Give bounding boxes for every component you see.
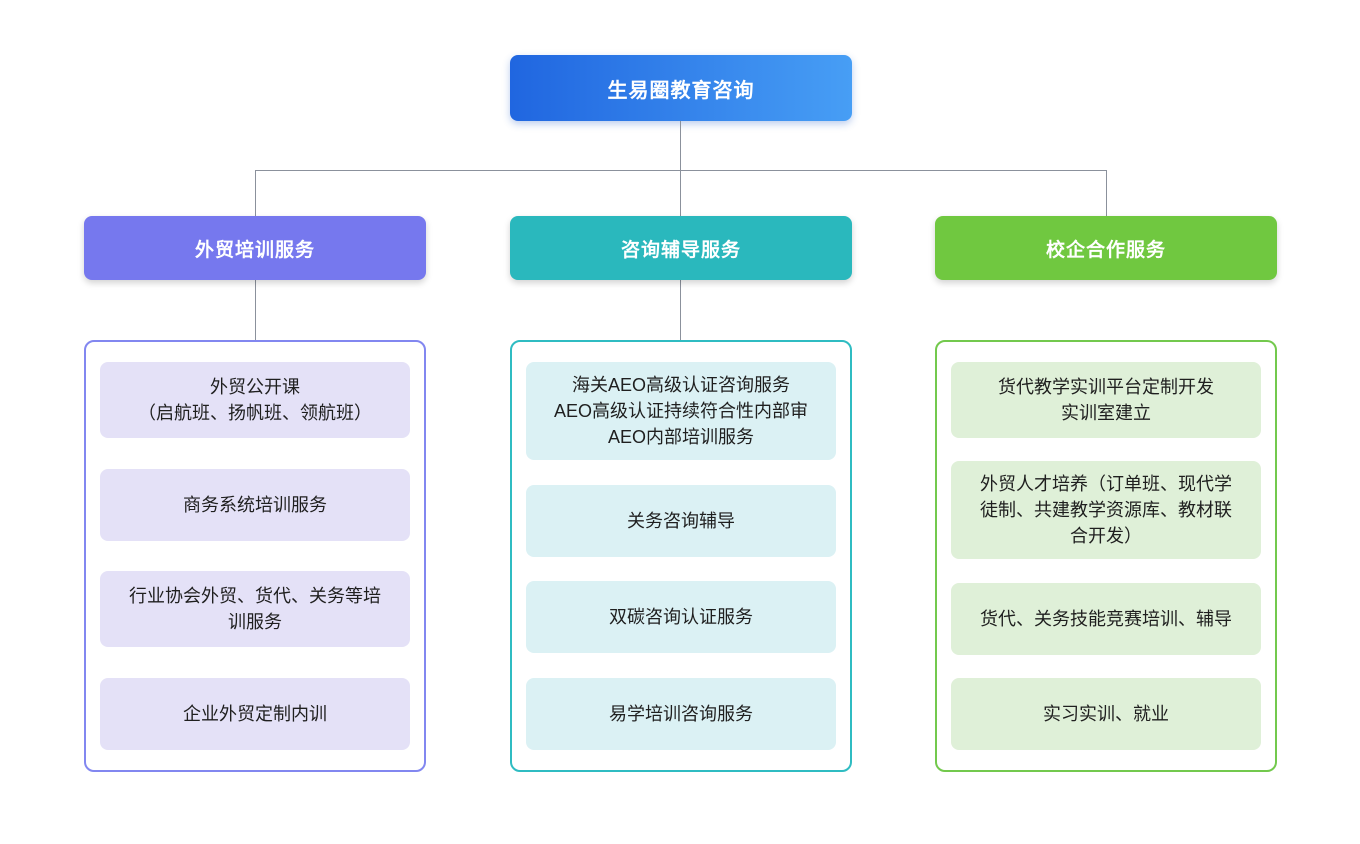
branch-body-trade-training: 外贸公开课 （启航班、扬帆班、领航班） 商务系统培训服务行业协会外贸、货代、关务等培… [84, 340, 426, 772]
service-item: 外贸公开课 （启航班、扬帆班、领航班） [100, 362, 410, 438]
connector-root-stem [680, 121, 681, 170]
service-item-line: 货代、关务技能竞赛培训、辅导 [980, 608, 1232, 629]
service-item-line: 易学培训咨询服务 [609, 703, 753, 724]
branch-consulting-coaching: 咨询辅导服务 海关AEO高级认证咨询服务 AEO高级认证持续符合性内部审 AEO内部… [510, 216, 852, 772]
root-node: 生易圈教育咨询 [510, 55, 852, 121]
service-item-line: AEO内部培训服务 [607, 427, 754, 447]
service-item: 货代、关务技能竞赛培训、辅导 [951, 582, 1261, 655]
service-item-line: 外贸公开课 [210, 377, 300, 397]
service-item-line: AEO高级认证持续符合性内部审 [553, 401, 808, 421]
branch-school-enterprise: 校企合作服务 货代教学实训平台定制开发实训室建立外贸人才培养（订单班、现代学徒制… [935, 216, 1277, 772]
connector-drop-left [255, 170, 256, 216]
connector-horizontal-bar [255, 170, 1107, 171]
service-item: 双碳咨询认证服务 [526, 581, 836, 654]
service-item: 外贸人才培养（订单班、现代学徒制、共建教学资源库、教材联合开发） [951, 461, 1261, 560]
branch-header-trade-training: 外贸培训服务 [84, 216, 426, 280]
connector-drop-center [680, 170, 681, 216]
service-item: 易学培训咨询服务 [526, 677, 836, 750]
service-item-line: 实习实训、就业 [1043, 703, 1169, 724]
service-item: 关务咨询辅导 [526, 484, 836, 557]
branch-body-consulting-coaching: 海关AEO高级认证咨询服务 AEO高级认证持续符合性内部审 AEO内部培训服务关务咨… [510, 340, 852, 772]
service-item: 商务系统培训服务 [100, 468, 410, 541]
service-item-line: 商务系统培训服务 [183, 494, 327, 515]
service-item-line: 徒制、共建教学资源库、教材联 [980, 500, 1232, 521]
service-item-line: 行业协会外贸、货代、关务等培 [129, 586, 381, 607]
connector-header-center [680, 280, 681, 340]
service-item: 企业外贸定制内训 [100, 677, 410, 750]
branch-trade-training: 外贸培训服务 外贸公开课 （启航班、扬帆班、领航班） 商务系统培训服务行业协会外贸、… [84, 216, 426, 772]
service-item: 海关AEO高级认证咨询服务 AEO高级认证持续符合性内部审 AEO内部培训服务 [526, 362, 836, 460]
service-item-line: 外贸人才培养（订单班、现代学 [980, 474, 1232, 495]
service-item: 货代教学实训平台定制开发实训室建立 [951, 362, 1261, 438]
service-item-line: 训服务 [228, 612, 282, 633]
service-item: 实习实训、就业 [951, 677, 1261, 750]
branch-header-school-enterprise: 校企合作服务 [935, 216, 1277, 280]
service-item-line: 合开发） [1070, 526, 1142, 547]
service-item-line: 企业外贸定制内训 [183, 703, 327, 724]
service-item-line: 关务咨询辅导 [627, 510, 735, 531]
branch-header-consulting-coaching: 咨询辅导服务 [510, 216, 852, 280]
service-item: 行业协会外贸、货代、关务等培训服务 [100, 571, 410, 648]
service-item-line: 双碳咨询认证服务 [609, 607, 753, 628]
service-item-line: 海关AEO高级认证咨询服务 [571, 375, 790, 395]
service-item-line: 货代教学实训平台定制开发 [998, 377, 1214, 397]
connector-header-left [255, 280, 256, 340]
branch-body-school-enterprise: 货代教学实训平台定制开发实训室建立外贸人才培养（订单班、现代学徒制、共建教学资源… [935, 340, 1277, 772]
service-item-line: （启航班、扬帆班、领航班） [138, 403, 372, 423]
connector-drop-right [1106, 170, 1107, 216]
service-item-line: 实训室建立 [1061, 403, 1151, 423]
